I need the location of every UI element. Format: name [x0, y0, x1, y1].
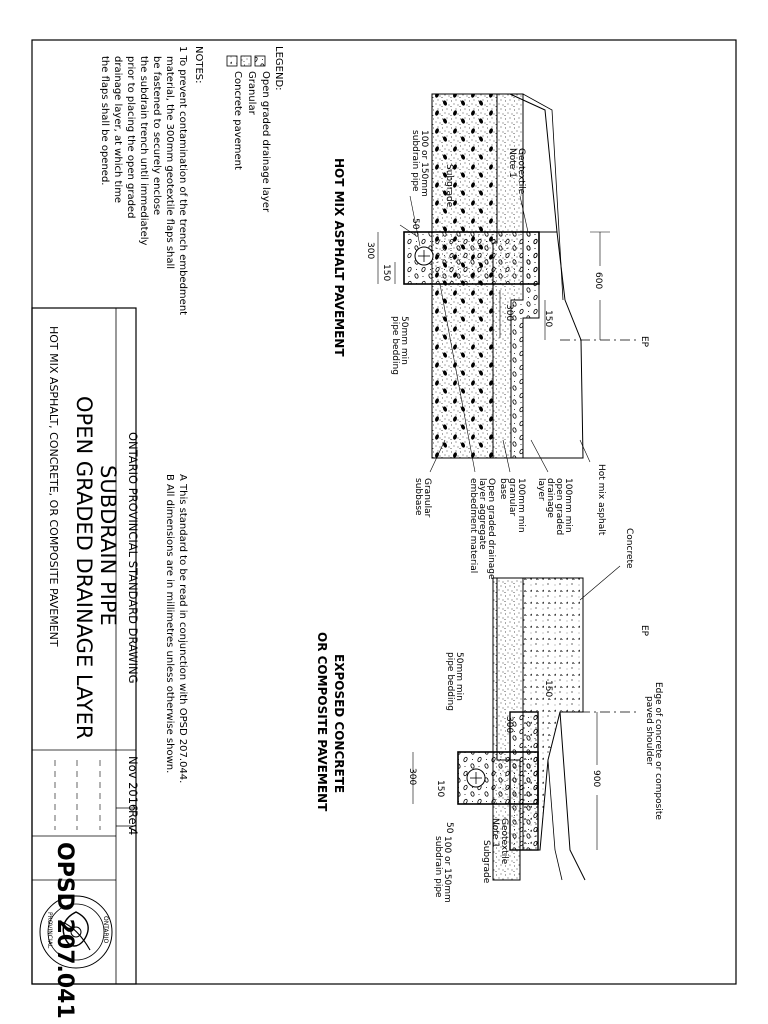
svg-text:Geotextile: Geotextile — [499, 818, 509, 865]
section-title-right-2: OR COMPOSITE PAVEMENT — [315, 632, 329, 812]
subdrain-label-left: 100 or 150mm subdrain pipe — [409, 130, 429, 247]
svg-text:Edge of concrete or composite: Edge of concrete or composite — [653, 682, 663, 820]
svg-text:paved shoulder: paved shoulder — [644, 696, 654, 766]
svg-text:PROVINCIAL: PROVINCIAL — [46, 912, 53, 949]
section-title-right-1: EXPOSED CONCRETE — [332, 654, 346, 793]
granular-base-label: 100mm min granular base — [498, 439, 526, 533]
svg-text:layer: layer — [536, 478, 546, 501]
dim-50-right: 50 — [444, 822, 454, 834]
ep-label-right: EP — [639, 625, 649, 637]
embedment-label: Open graded drainage layer aggregate emb… — [439, 283, 496, 580]
legend-title: LEGEND: — [273, 46, 284, 91]
svg-text:layer aggregate: layer aggregate — [477, 478, 487, 550]
svg-text:pipe bedding: pipe bedding — [390, 316, 400, 375]
tb-date: Nov 2016 — [126, 756, 140, 811]
svg-text:50mm min: 50mm min — [454, 652, 464, 701]
subdrain-label-right: 100 or 150mm subdrain pipe — [433, 836, 452, 903]
bedding-label-left: 50mm min pipe bedding — [390, 316, 409, 375]
hot-mix-asphalt-label: Hot mix asphalt — [579, 439, 606, 536]
svg-text:subbase: subbase — [413, 478, 423, 516]
legend-item-og: Open graded drainage layer — [260, 71, 271, 213]
subgrade-label-left: Subgrade — [444, 164, 454, 208]
svg-text:100 or 150mm: 100 or 150mm — [442, 836, 452, 903]
svg-text:be fastened to securely enclos: be fastened to securely enclose — [151, 56, 162, 215]
granular-subbase-label: Granular subbase — [413, 439, 446, 518]
notes: NOTES: 1 To prevent contamination of the… — [99, 46, 204, 783]
og-layer-label: 100mm min open graded drainage layer — [530, 439, 573, 535]
tb-title-2: OPEN GRADED DRAINAGE LAYER — [72, 396, 96, 740]
svg-text:subdrain pipe: subdrain pipe — [410, 130, 420, 192]
concrete-section: EP 900 150 300 300 150 50 Concrete Edge … — [407, 528, 663, 903]
legend: LEGEND: Open graded drainage layer Granu… — [226, 46, 284, 213]
edge-label: Edge of concrete or composite paved shou… — [644, 682, 663, 820]
tb-rev-value: 4 — [126, 828, 140, 835]
dim-300-left: 300 — [504, 304, 514, 321]
svg-text:granular: granular — [507, 478, 517, 516]
svg-text:subdrain pipe: subdrain pipe — [433, 836, 443, 898]
tb-title-3: HOT MIX ASPHALT, CONCRETE, OR COMPOSITE … — [47, 326, 60, 647]
dim-50-left: 50 — [410, 218, 420, 230]
bedding-label-right: 50mm min pipe bedding — [445, 652, 464, 711]
svg-text:Geotextile: Geotextile — [516, 148, 526, 195]
note-a: A This standard to be read in conjunctio… — [177, 474, 188, 783]
svg-text:Note 1: Note 1 — [507, 148, 517, 178]
svg-text:1 To prevent contamination of: 1 To prevent contamination of the trench… — [177, 46, 188, 315]
hot-mix-section: EP 600 150 300 300 150 50 Geotextile Not… — [365, 93, 649, 580]
svg-text:ONTARIO: ONTARIO — [102, 916, 109, 943]
dim-150-right: 150 — [543, 680, 553, 697]
dim-150-left: 150 — [543, 310, 553, 327]
dim-900: 900 — [591, 770, 601, 787]
dim-300-right: 300 — [504, 716, 514, 733]
svg-text:prior to placing the open grad: prior to placing the open graded — [125, 56, 136, 218]
tb-title-1: SUBDRAIN PIPE — [96, 465, 120, 626]
svg-text:Concrete: Concrete — [624, 528, 634, 569]
svg-text:Note 1: Note 1 — [490, 818, 500, 848]
svg-text:the subdrain trench until imme: the subdrain trench until immediately — [138, 56, 149, 246]
subdrain-trench — [403, 231, 540, 285]
tb-authority: ONTARIO PROVINCIAL STANDARD DRAWING — [126, 432, 140, 684]
concrete-label: Concrete — [579, 528, 634, 601]
tb-drawing-number: OPSD 207.041 — [52, 842, 77, 1019]
note-b: B All dimensions are in millimetres unle… — [164, 474, 175, 773]
section-title-left: HOT MIX ASPHALT PAVEMENT — [332, 158, 346, 357]
svg-text:Open graded drainage: Open graded drainage — [486, 478, 496, 580]
ontario-seal-icon: ONTARIO PROVINCIAL — [39, 895, 113, 969]
svg-text:open graded: open graded — [554, 478, 564, 535]
svg-text:Hot mix asphalt: Hot mix asphalt — [596, 464, 606, 536]
svg-text:50mm min: 50mm min — [399, 316, 409, 365]
svg-text:100 or 150mm: 100 or 150mm — [419, 130, 429, 197]
dim-600: 600 — [593, 272, 603, 289]
svg-text:pipe bedding: pipe bedding — [445, 652, 455, 711]
svg-text:drainage: drainage — [545, 478, 555, 518]
geotextile-label-right: Geotextile Note 1 — [490, 818, 509, 865]
geotextile-label-left: Geotextile Note 1 — [507, 148, 529, 233]
svg-text:the flaps shall be opened.: the flaps shall be opened. — [99, 56, 110, 185]
svg-text:base: base — [498, 478, 508, 500]
dim-150-trench-left: 150 — [381, 264, 391, 281]
title-block: ONTARIO PROVINCIAL STANDARD DRAWING Nov … — [31, 307, 140, 1019]
tb-rev-label: Rev — [126, 810, 140, 832]
legend-item-concrete: Concrete pavement — [232, 71, 243, 170]
svg-text:material, the 300mm geotextile: material, the 300mm geotextile flaps sha… — [164, 56, 175, 269]
svg-text:100mm min: 100mm min — [516, 478, 526, 533]
svg-text:100mm min: 100mm min — [563, 478, 573, 533]
dim-150-trench-right: 150 — [435, 780, 445, 797]
notes-title: NOTES: — [193, 46, 204, 84]
svg-text:drainage layer, at which time: drainage layer, at which time — [112, 56, 123, 203]
subgrade-label-right: Subgrade — [481, 840, 491, 884]
svg-text:Granular: Granular — [422, 478, 432, 518]
legend-item-granular: Granular — [246, 71, 257, 116]
dim-300-trench-right: 300 — [407, 768, 417, 785]
ep-label-left: EP — [639, 336, 649, 348]
hot-mix-asphalt-layer — [522, 231, 584, 459]
dim-300-trench-left: 300 — [365, 242, 375, 259]
svg-text:embedment material: embedment material — [468, 478, 478, 573]
